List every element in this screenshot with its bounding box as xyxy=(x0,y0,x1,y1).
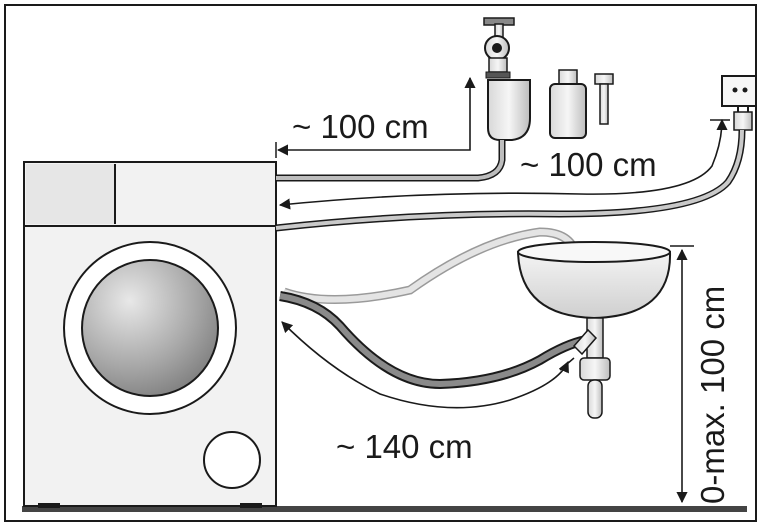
wash-basin xyxy=(518,242,670,418)
washing-machine xyxy=(24,162,276,508)
inlet-hose xyxy=(276,140,502,178)
power-socket-icon xyxy=(722,76,756,106)
drain-distance-label: ~ 140 cm xyxy=(336,428,473,465)
power-distance-label: ~ 100 cm xyxy=(520,146,657,183)
inlet-distance-label: ~ 100 cm xyxy=(292,108,429,145)
screw-fitting-icon xyxy=(595,74,613,124)
aquastop-valve xyxy=(488,80,530,140)
drain-hose xyxy=(280,296,586,384)
porthole-glass xyxy=(82,260,218,396)
drain-height-label: 0-max. 100 cm xyxy=(694,286,731,504)
water-tap-icon xyxy=(484,18,530,140)
hose-adapter-icon xyxy=(550,70,586,138)
power-plug-icon xyxy=(734,106,752,130)
pump-cover xyxy=(204,432,260,488)
